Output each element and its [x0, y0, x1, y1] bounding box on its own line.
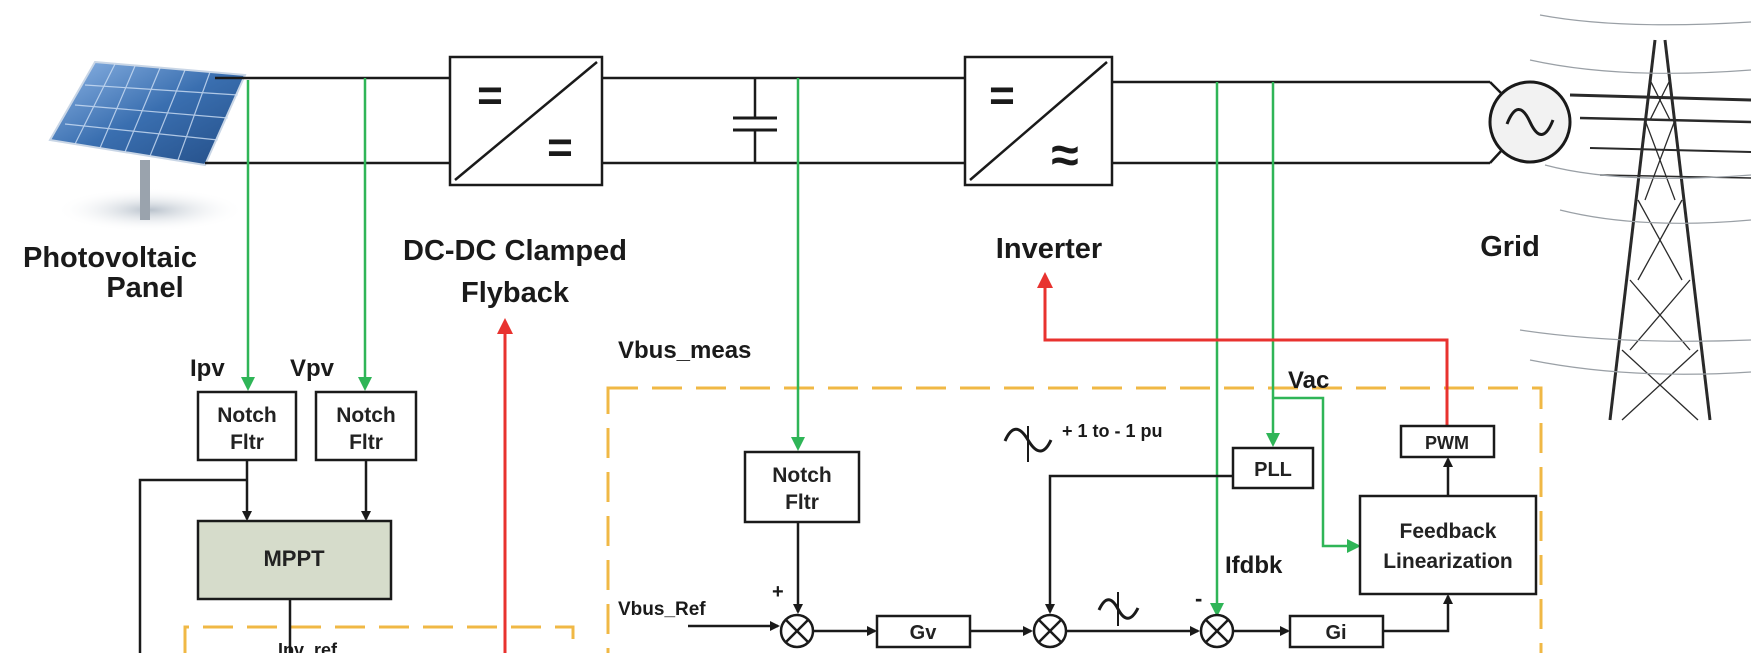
plus-sign-1: + [772, 581, 784, 603]
feedback-linearization-block: Feedback Linearization [1358, 494, 1538, 596]
sum-junction-3 [1199, 613, 1235, 649]
left-signal-lines [138, 460, 371, 653]
inverter-block: = ≈ [963, 55, 1114, 187]
svg-text:Fltr: Fltr [785, 491, 819, 514]
vbus-ref-label: Vbus_Ref [618, 599, 706, 620]
dcdc-converter-block: = = [448, 55, 604, 187]
grid-label: Grid [1480, 231, 1540, 263]
ipv-ref-label: Ipv_ref [278, 640, 338, 653]
inverter-ac-symbol: ≈ [1051, 127, 1078, 183]
sum-junction-1 [779, 613, 815, 649]
notch-filter-vpv: Notch Fltr [314, 390, 418, 462]
sine-wave-ref-icon [1097, 592, 1140, 626]
gv-block: Gv [875, 614, 972, 649]
power-bus-lines [205, 76, 1490, 165]
pu-range-label: + 1 to - 1 pu [1062, 421, 1163, 441]
dc-output-symbol: = [547, 123, 573, 172]
notch-filter-vbus: Notch Fltr [743, 450, 861, 524]
transmission-tower-icon [1519, 14, 1751, 421]
vac-label: Vac [1288, 367, 1329, 394]
gi-block: Gi [1288, 614, 1385, 649]
ac-source-icon [1488, 80, 1572, 164]
svg-text:Fltr: Fltr [349, 431, 383, 454]
solar-panel-icon [48, 60, 247, 232]
svg-text:Notch: Notch [772, 464, 832, 487]
sine-wave-icon [1003, 426, 1053, 462]
minus-sign-1: - [1195, 586, 1202, 611]
svg-text:Notch: Notch [217, 404, 277, 427]
measurement-lines [241, 78, 1361, 617]
ifdbk-label: Ifdbk [1225, 552, 1283, 579]
ipv-label: Ipv [190, 355, 225, 382]
dcdc-label-line1: DC-DC Clamped [403, 235, 627, 267]
pll-block: PLL [1231, 446, 1315, 490]
svg-text:MPPT: MPPT [263, 546, 325, 571]
svg-text:Notch: Notch [336, 404, 396, 427]
pwm-block: PWM [1399, 424, 1496, 459]
dcdc-label-line2: Flyback [461, 277, 570, 309]
right-signal-lines [688, 457, 1453, 636]
mppt-block: MPPT [196, 519, 393, 601]
vpv-label: Vpv [290, 355, 335, 382]
svg-text:PLL: PLL [1254, 459, 1292, 481]
dc-input-symbol: = [477, 71, 503, 120]
svg-text:Linearization: Linearization [1383, 550, 1513, 573]
command-lines [497, 272, 1449, 653]
inverter-label: Inverter [996, 233, 1102, 265]
sum-junction-2 [1032, 613, 1068, 649]
svg-text:Feedback: Feedback [1400, 520, 1497, 543]
svg-text:Gv: Gv [910, 622, 938, 644]
svg-text:Gi: Gi [1325, 622, 1346, 644]
inverter-dc-symbol: = [989, 71, 1015, 120]
svg-text:Fltr: Fltr [230, 431, 264, 454]
pv-panel-label-line2: Panel [106, 272, 183, 304]
dc-link-capacitor-icon [733, 116, 777, 132]
svg-text:PWM: PWM [1425, 433, 1469, 453]
pv-panel-label-line1: Photovoltaic [23, 242, 197, 274]
control-frames [183, 386, 1543, 653]
vbus-meas-label: Vbus_meas [618, 337, 751, 364]
notch-filter-ipv: Notch Fltr [196, 390, 298, 462]
